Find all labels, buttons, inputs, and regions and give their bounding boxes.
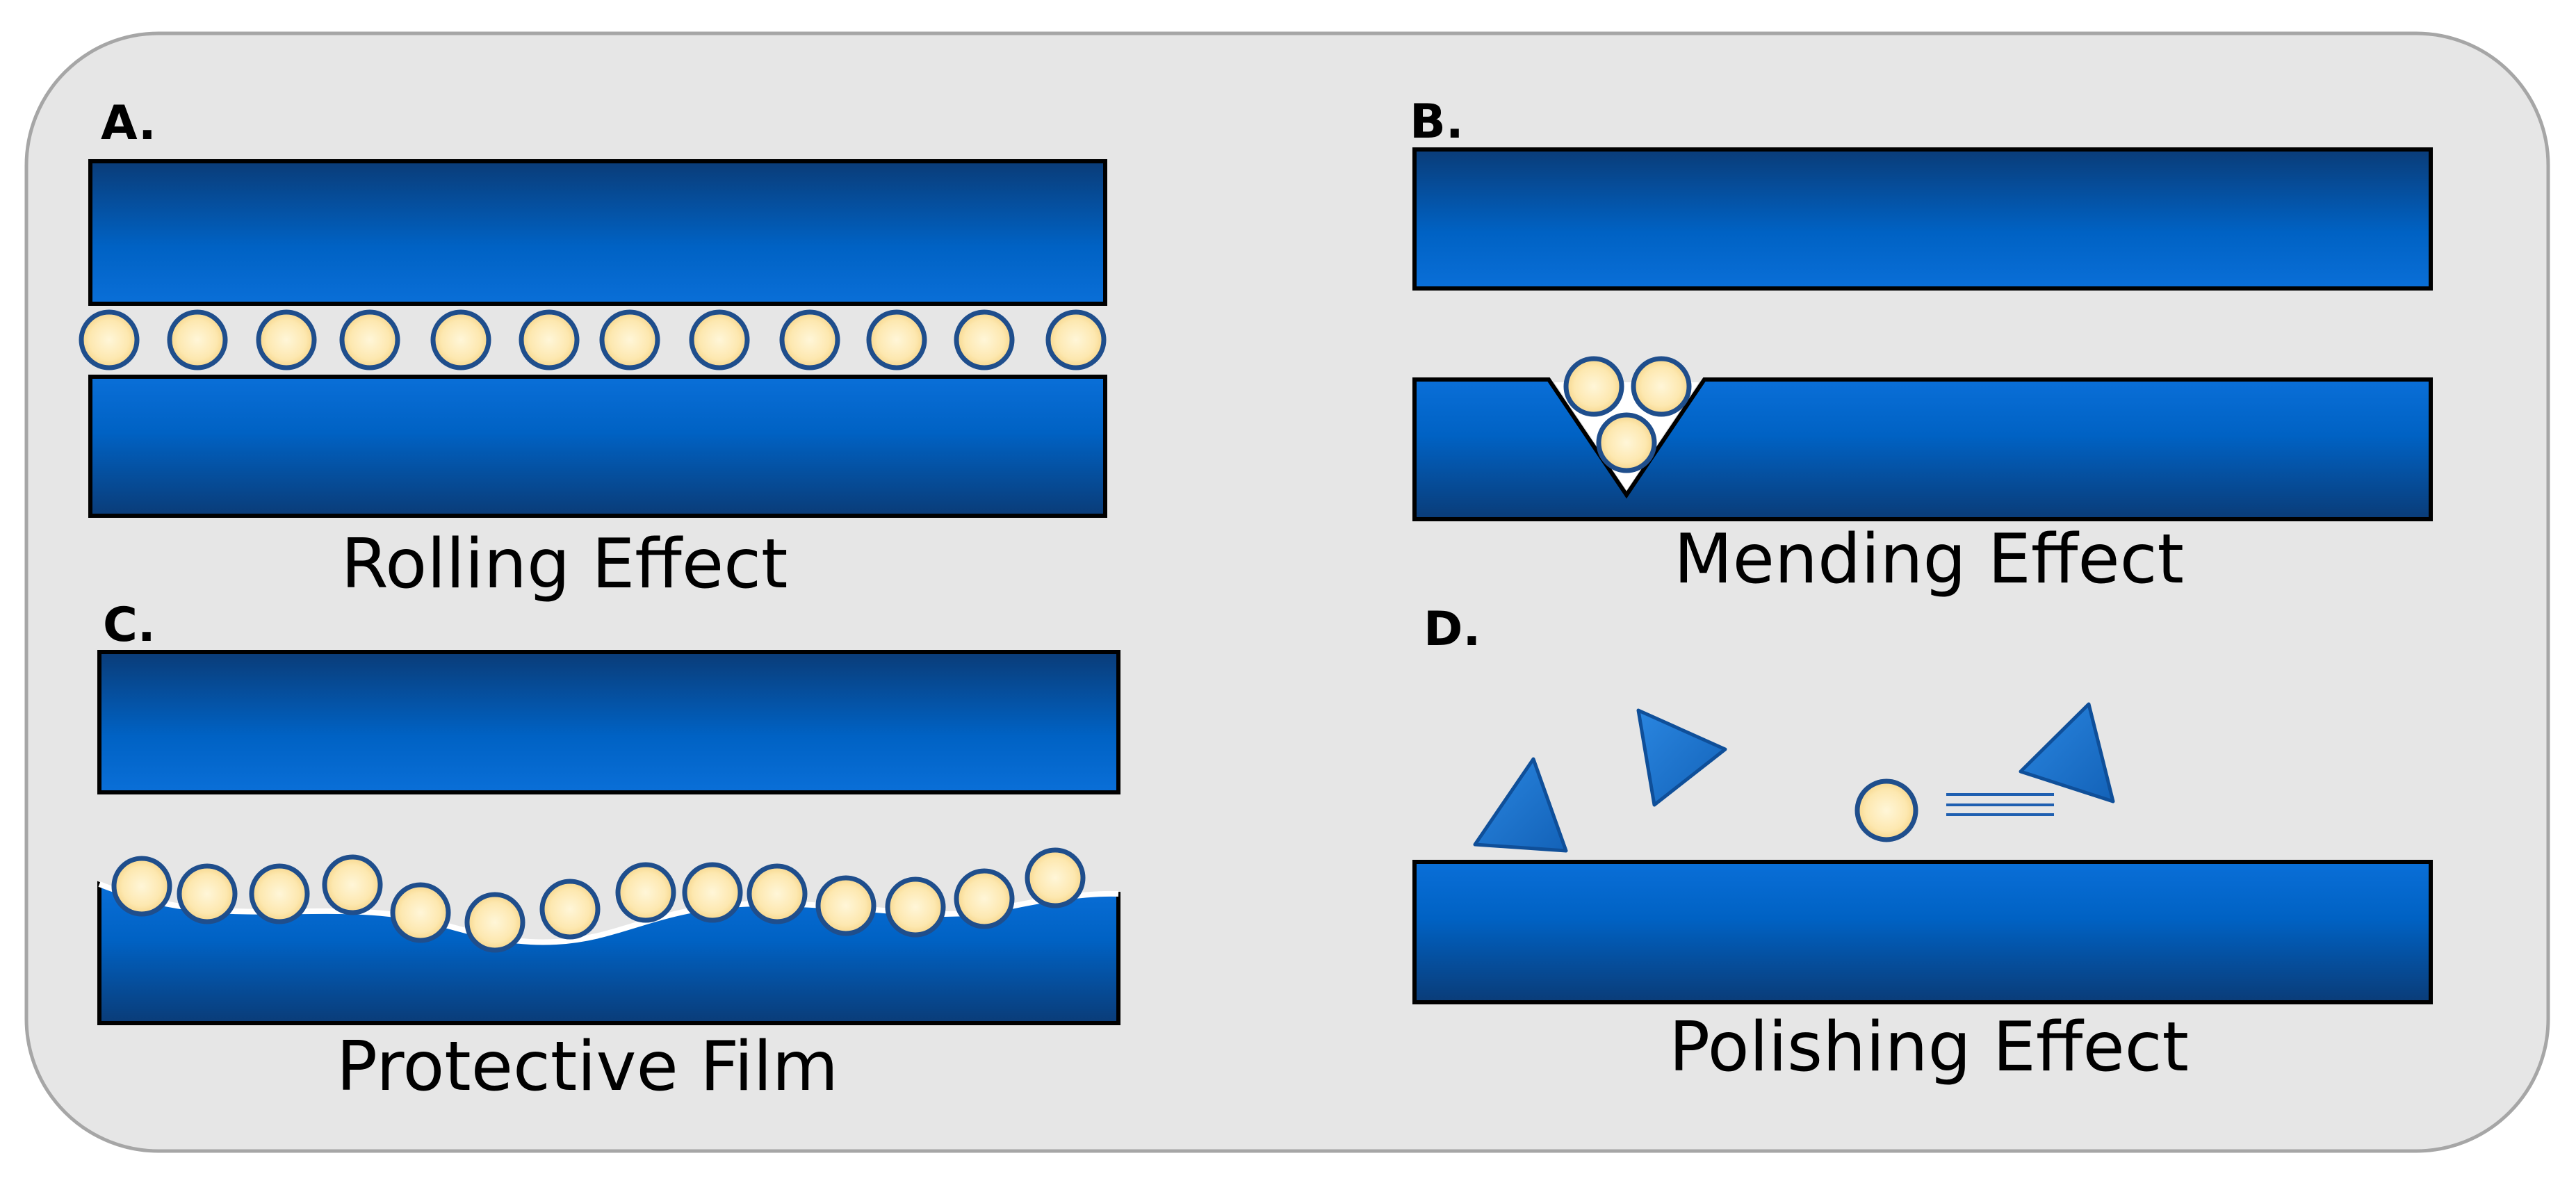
- panel-d-particle: [1854, 778, 1918, 842]
- panel-b: B. Mending Effect: [1410, 95, 2433, 599]
- particle: [1045, 309, 1107, 370]
- particle: [954, 868, 1015, 929]
- particle: [1631, 356, 1692, 417]
- panel-d: D. Polishing Effect: [1412, 602, 2433, 1087]
- panel-b-caption: Mending Effect: [1674, 520, 2184, 599]
- particle: [519, 309, 580, 370]
- particle: [256, 309, 317, 370]
- panel-d-abrasive-particles: [1473, 702, 2115, 853]
- particle: [1025, 847, 1086, 908]
- abrasive-triangle: [1473, 757, 1568, 853]
- particle: [177, 863, 238, 924]
- particle: [111, 856, 172, 917]
- panel-b-grooved-surface: [1412, 377, 2433, 521]
- particle: [430, 309, 491, 370]
- panel-c-letter: C.: [103, 598, 156, 653]
- particle: [747, 863, 808, 924]
- panel-c-particles: [111, 847, 1086, 953]
- particle: [464, 892, 525, 953]
- particle: [682, 862, 743, 923]
- particle: [689, 309, 750, 370]
- particle: [339, 309, 400, 370]
- particle: [599, 309, 660, 370]
- panel-a-top-surface: [88, 159, 1107, 306]
- particle: [249, 863, 310, 924]
- abrasive-triangle: [1636, 708, 1727, 807]
- particle: [390, 882, 451, 943]
- panel-c-caption: Protective Film: [336, 1027, 838, 1107]
- panel-a-letter: A.: [101, 96, 156, 151]
- particle: [539, 879, 601, 940]
- panel-c-top-surface: [97, 650, 1120, 794]
- panel-a-bottom-surface: [88, 375, 1107, 518]
- abrasive-triangle: [2019, 702, 2115, 803]
- particle: [1596, 412, 1657, 473]
- particle: [79, 309, 140, 370]
- particle: [954, 309, 1015, 370]
- particle: [815, 875, 877, 936]
- panel-d-caption: Polishing Effect: [1669, 1008, 2189, 1087]
- panel-c: C. Protective Film: [97, 598, 1120, 1107]
- panel-d-motion-lines: [1946, 793, 2054, 816]
- particle: [167, 309, 228, 370]
- particle: [885, 876, 946, 938]
- panel-b-particles: [1563, 356, 1692, 473]
- particle: [1563, 356, 1624, 417]
- panel-d-polished-surface: [1412, 860, 2433, 1004]
- panel-b-top-surface: [1412, 147, 2433, 291]
- panel-a-particles: [79, 309, 1107, 370]
- particle: [615, 862, 676, 923]
- particle: [322, 854, 383, 915]
- panel-a-caption: Rolling Effect: [341, 525, 788, 604]
- particle: [779, 309, 840, 370]
- panel-b-letter: B.: [1410, 95, 1464, 149]
- panel-a: A. Rolling Effect: [79, 96, 1107, 604]
- particle: [866, 309, 927, 370]
- panel-d-letter: D.: [1424, 602, 1481, 657]
